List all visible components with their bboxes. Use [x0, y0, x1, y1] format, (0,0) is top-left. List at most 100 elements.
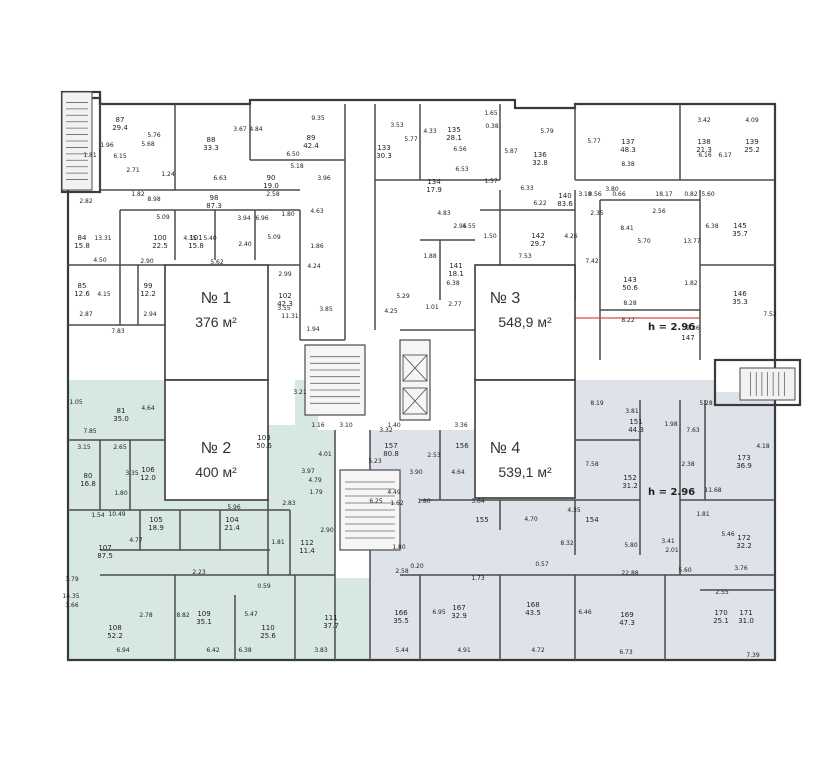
- dimension-label: 1.73: [471, 575, 485, 582]
- dimension-label: 1.65: [484, 110, 498, 117]
- dimension-label: 6.15: [113, 153, 127, 160]
- dimension-label: 6.73: [619, 649, 633, 656]
- zone-number: № 2: [201, 440, 232, 457]
- dimension-label: 7.42: [585, 258, 599, 265]
- dimension-label: 0.20: [410, 563, 424, 570]
- dimension-label: 1.80: [417, 498, 431, 505]
- dimension-label: 3.21: [293, 389, 307, 396]
- room-area: 28.1: [446, 134, 462, 142]
- room-area: 16.8: [80, 480, 96, 488]
- dimension-label: 5.28: [699, 400, 713, 407]
- dimension-label: 8.19: [590, 400, 604, 407]
- room-number: 102: [278, 292, 291, 300]
- room-area: 32.9: [451, 612, 467, 620]
- zone-area: 376 м²: [195, 314, 237, 330]
- dimension-label: 1.80: [392, 544, 406, 551]
- dimension-label: 1.98: [664, 421, 678, 428]
- dimension-label: 6.95: [432, 609, 446, 616]
- room-number: 107: [98, 544, 111, 552]
- dimension-label: 2.87: [79, 311, 93, 318]
- room-area: 32.2: [736, 542, 752, 550]
- dimension-label: 2.56: [652, 208, 666, 215]
- room-number: 80: [84, 472, 93, 480]
- dimension-label: 1.82: [684, 280, 698, 287]
- room-area: 47.3: [619, 619, 635, 627]
- dimension-label: 5.47: [244, 611, 258, 618]
- room-number: 88: [207, 136, 216, 144]
- dimension-label: 5.80: [624, 542, 638, 549]
- room-area: 80.8: [383, 450, 399, 458]
- room-number: 137: [621, 138, 634, 146]
- room-area: 87.5: [97, 552, 113, 560]
- dimension-label: 1.88: [423, 253, 437, 260]
- room-area: 35.5: [393, 617, 409, 625]
- dimension-label: 3.64: [471, 498, 485, 505]
- room-area: 11.4: [299, 547, 315, 555]
- room-area: 35.3: [732, 298, 748, 306]
- room-area: 50.6: [256, 442, 272, 450]
- room-number: 84: [78, 234, 87, 242]
- zone-box-1: № 1 376 м²: [164, 264, 269, 381]
- room-area: 36.9: [736, 462, 752, 470]
- room-number: 145: [733, 222, 746, 230]
- room-number: 166: [394, 609, 408, 617]
- dimension-label: 1.80: [281, 211, 295, 218]
- dimension-label: 3.18: [578, 191, 592, 198]
- dimension-label: 0.56: [588, 191, 602, 198]
- dimension-label: 6.46: [578, 609, 592, 616]
- room-number: 104: [225, 516, 239, 524]
- room-number: 147: [681, 334, 694, 342]
- room-area: 15.8: [188, 242, 204, 250]
- dimension-label: 6.22: [533, 200, 547, 207]
- dimension-label: 2.58: [395, 568, 409, 575]
- room-number: 136: [533, 151, 547, 159]
- room-area: 21.3: [696, 146, 712, 154]
- dimension-label: 1.96: [100, 142, 114, 149]
- dimension-label: 6.42: [206, 647, 220, 654]
- dimension-label: 6.38: [705, 223, 719, 230]
- dimension-label: 0.57: [535, 561, 549, 568]
- dimension-label: 7.63: [686, 427, 700, 434]
- dimension-label: 5.68: [141, 141, 155, 148]
- dimension-label: 6.33: [520, 185, 534, 192]
- stair-steps: [310, 356, 395, 539]
- dimension-label: 6.53: [455, 166, 469, 173]
- dimension-label: 3.80: [605, 186, 619, 193]
- room-area: 29.4: [112, 124, 128, 132]
- room-area: 35.7: [732, 230, 748, 238]
- dimension-label: 5.18: [290, 163, 304, 170]
- dimension-label: 1.81: [83, 152, 97, 159]
- dimension-label: 2.71: [126, 167, 140, 174]
- dimension-label: 0.82: [684, 191, 698, 198]
- room-area: 87.3: [206, 202, 222, 210]
- dimension-label: 5.87: [504, 148, 518, 155]
- dimension-label: 4.79: [308, 477, 322, 484]
- room-number: 140: [558, 192, 571, 200]
- dimension-label: 4.63: [310, 208, 324, 215]
- dimension-label: 10.49: [108, 511, 125, 518]
- room-area: 25.2: [744, 146, 760, 154]
- interior-walls-top-left: [68, 104, 346, 341]
- room-area: 35.1: [196, 618, 212, 626]
- dimension-label: 3.15: [77, 444, 91, 451]
- dimension-label: 5.79: [540, 128, 554, 135]
- room-number: 169: [620, 611, 633, 619]
- dimension-label: 6.16: [698, 152, 712, 159]
- dimension-label: 5.77: [404, 136, 418, 143]
- room-number: 112: [300, 539, 313, 547]
- dimension-label: 1.62: [390, 500, 404, 507]
- room-number: 138: [697, 138, 710, 146]
- dimension-label: 2.94: [143, 311, 157, 318]
- room-number: 133: [377, 144, 390, 152]
- room-number: 139: [745, 138, 758, 146]
- dimension-label: 4.35: [567, 507, 581, 514]
- room-area: 52.2: [107, 632, 123, 640]
- dimension-label: 3.81: [625, 408, 639, 415]
- dimension-label: 1.24: [161, 171, 175, 178]
- dimension-label: 3.55: [277, 305, 291, 312]
- room-number: 101: [189, 234, 202, 242]
- dimension-label: 0.38: [485, 123, 499, 130]
- dimension-label: 2.82: [79, 198, 93, 205]
- elevator-shafts: [402, 354, 428, 415]
